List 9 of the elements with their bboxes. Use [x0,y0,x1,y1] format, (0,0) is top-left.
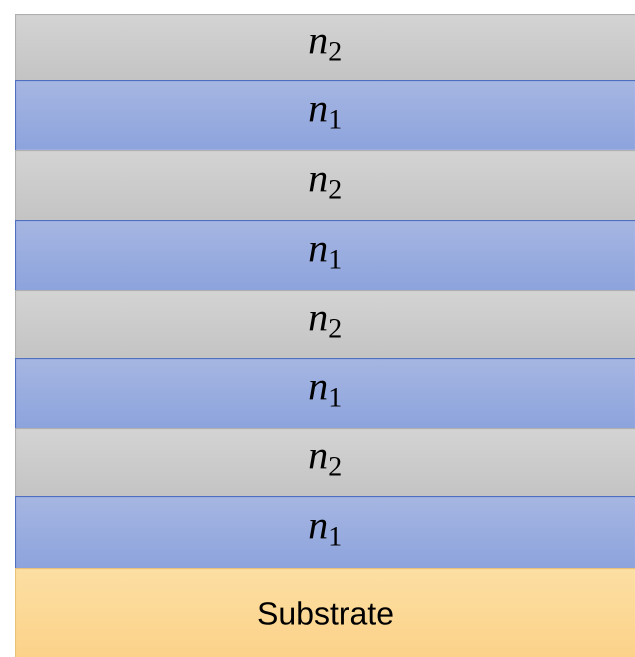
layer-band: n$_{1}$ [15,358,635,430]
layer-band: n$_{2}$ [15,14,635,82]
layer-band: n$_{2}$ [15,290,635,360]
layer-band: n$_{1}$ [15,496,635,570]
layer-band: n$_{2}$ [15,428,635,498]
layer-band: Substrate [15,568,635,657]
layer-band: n$_{2}$ [15,150,635,222]
layer-band: n$_{1}$ [15,80,635,152]
layer-band: n$_{1}$ [15,220,635,292]
